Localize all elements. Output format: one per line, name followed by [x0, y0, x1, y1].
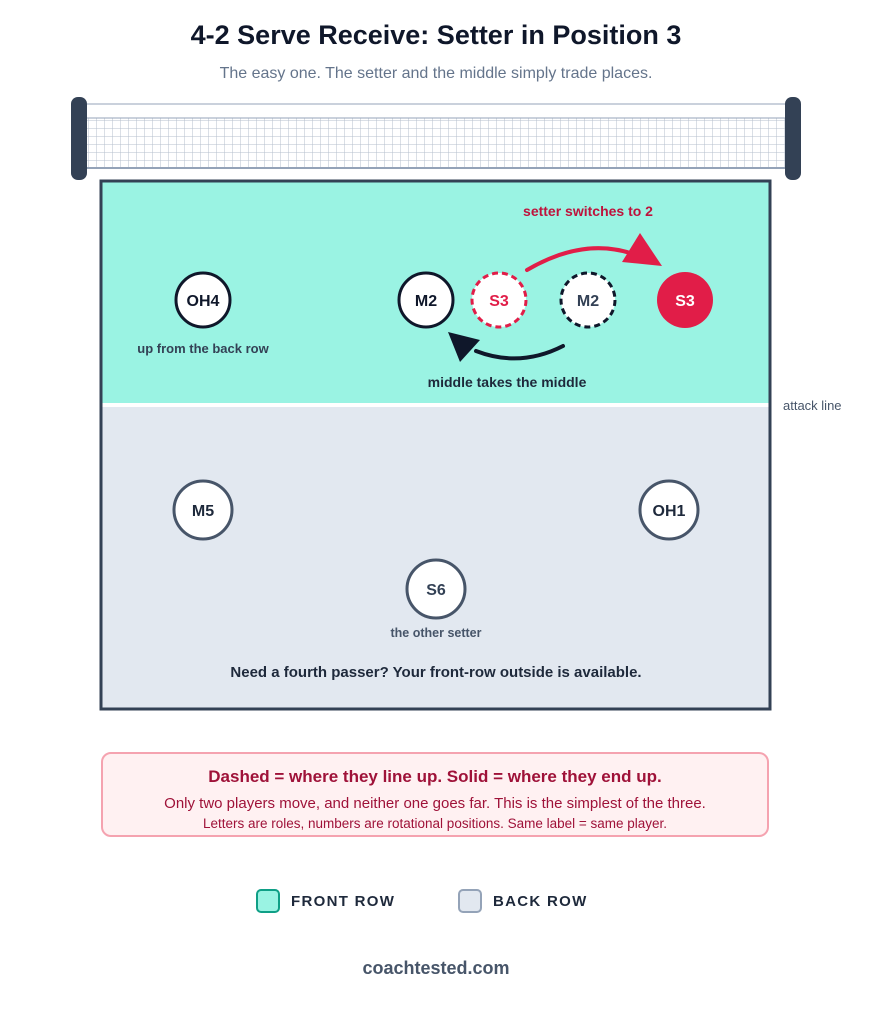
- setter-arrow-head: [622, 233, 662, 266]
- middle-arrow-head: [448, 332, 480, 362]
- player-m2-start: M2: [559, 271, 617, 329]
- player-s3-final: S3: [657, 272, 713, 328]
- net-post-right: [785, 97, 801, 180]
- attack-line-label: attack line: [783, 398, 842, 413]
- info-box: Dashed = where they line up. Solid = whe…: [101, 752, 769, 837]
- setter-move-arrow: [525, 246, 638, 272]
- svg-text:S6: S6: [426, 582, 446, 599]
- legend-front-label: FRONT ROW: [291, 892, 396, 910]
- info-line-1: Only two players move, and neither one g…: [164, 795, 706, 812]
- svg-text:S3: S3: [489, 293, 509, 310]
- player-s3-start: S3: [470, 271, 528, 329]
- svg-text:M2: M2: [415, 293, 437, 310]
- oh4-caption: up from the back row: [137, 341, 269, 356]
- player-oh1: OH1: [638, 479, 700, 541]
- front-row-swatch: [256, 889, 280, 913]
- s6-caption: the other setter: [391, 626, 482, 640]
- info-line-2: Letters are roles, numbers are rotationa…: [202, 816, 668, 831]
- info-heading: Dashed = where they line up. Solid = whe…: [208, 767, 662, 786]
- legend-back-row: BACK ROW: [458, 887, 588, 915]
- svg-text:OH1: OH1: [653, 503, 686, 520]
- back-row-zone: [101, 405, 770, 709]
- middle-arrow-label: middle takes the middle: [428, 374, 587, 390]
- svg-text:S3: S3: [675, 293, 695, 310]
- player-m5: M5: [172, 479, 234, 541]
- player-oh4: OH4: [174, 271, 232, 329]
- back-row-swatch: [458, 889, 482, 913]
- player-m2-final: M2: [397, 271, 455, 329]
- svg-text:OH4: OH4: [187, 293, 220, 310]
- page-title: 4-2 Serve Receive: Setter in Position 3: [190, 20, 682, 50]
- svg-text:M5: M5: [192, 503, 214, 520]
- court-note: Need a fourth passer? Your front-row out…: [230, 664, 641, 681]
- player-s6: S6: [405, 558, 467, 620]
- court-boundary: [99, 179, 772, 711]
- court-diagram: attack line setter switches to 2 middle …: [71, 97, 842, 711]
- middle-move-arrow: [474, 344, 565, 361]
- net-post-left: [71, 97, 87, 180]
- page-subtitle: The easy one. The setter and the middle …: [219, 65, 653, 82]
- legend-back-label: BACK ROW: [493, 892, 588, 910]
- setter-arrow-label: setter switches to 2: [523, 203, 653, 219]
- footer-brand[interactable]: coachtested.com: [362, 958, 510, 978]
- net: [71, 97, 801, 180]
- legend-front-row: FRONT ROW: [256, 887, 395, 915]
- svg-text:M2: M2: [577, 293, 599, 310]
